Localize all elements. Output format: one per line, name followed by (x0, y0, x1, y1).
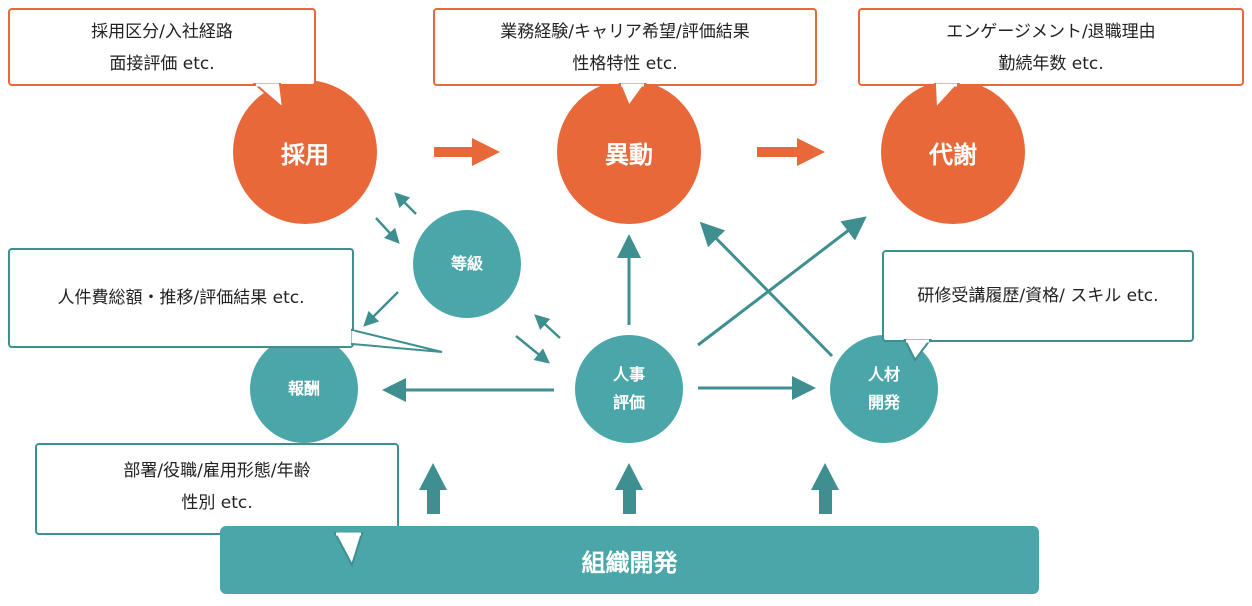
node-recruit-label: 採用 (281, 140, 329, 169)
arrow-evaluation-to-turnover (697, 216, 867, 347)
node-transfer-label: 異動 (605, 140, 653, 169)
up-arrow-development (811, 463, 839, 514)
node-grade: 等級 (413, 210, 521, 318)
up-arrow-compensation (419, 463, 447, 514)
tail-organization (333, 532, 364, 568)
arrow-grade-to-evaluation (515, 335, 550, 364)
arrow-grade-to-recruit (394, 192, 417, 215)
node-turnover-label: 代謝 (929, 140, 977, 169)
organization-development-label: 組織開発 (581, 548, 678, 577)
node-compensation-label: 報酬 (287, 379, 320, 398)
callout-recruit: 採用区分/入社経路 面接評価 etc. (8, 8, 316, 86)
node-recruit: 採用 (233, 80, 377, 224)
node-evaluation: 人事 評価 (575, 335, 683, 443)
arrow-recruit-to-grade (375, 217, 400, 244)
flow-arrow-transfer-turnover (757, 138, 825, 166)
flow-arrow-recruit-transfer (434, 138, 500, 166)
node-evaluation-label: 人事 評価 (612, 365, 645, 412)
node-transfer: 異動 (557, 80, 701, 224)
node-development-label: 人材 開発 (867, 365, 900, 412)
callout-turnover: エンゲージメント/退職理由 勤続年数 etc. (858, 8, 1244, 86)
node-turnover: 代謝 (881, 80, 1025, 224)
node-grade-label: 等級 (450, 254, 483, 273)
arrow-evaluation-to-grade (534, 314, 561, 339)
arrow-grade-to-compensation (363, 291, 399, 327)
node-compensation: 報酬 (250, 335, 358, 443)
up-arrow-evaluation (615, 463, 643, 514)
arrow-development-to-transfer (699, 221, 834, 358)
callout-organization: 部署/役職/雇用形態/年齢 性別 etc. (35, 443, 399, 535)
callout-development: 研修受講履歴/資格/ スキル etc. (882, 250, 1194, 342)
callout-compensation: 人件費総額・推移/評価結果 etc. (8, 248, 354, 348)
